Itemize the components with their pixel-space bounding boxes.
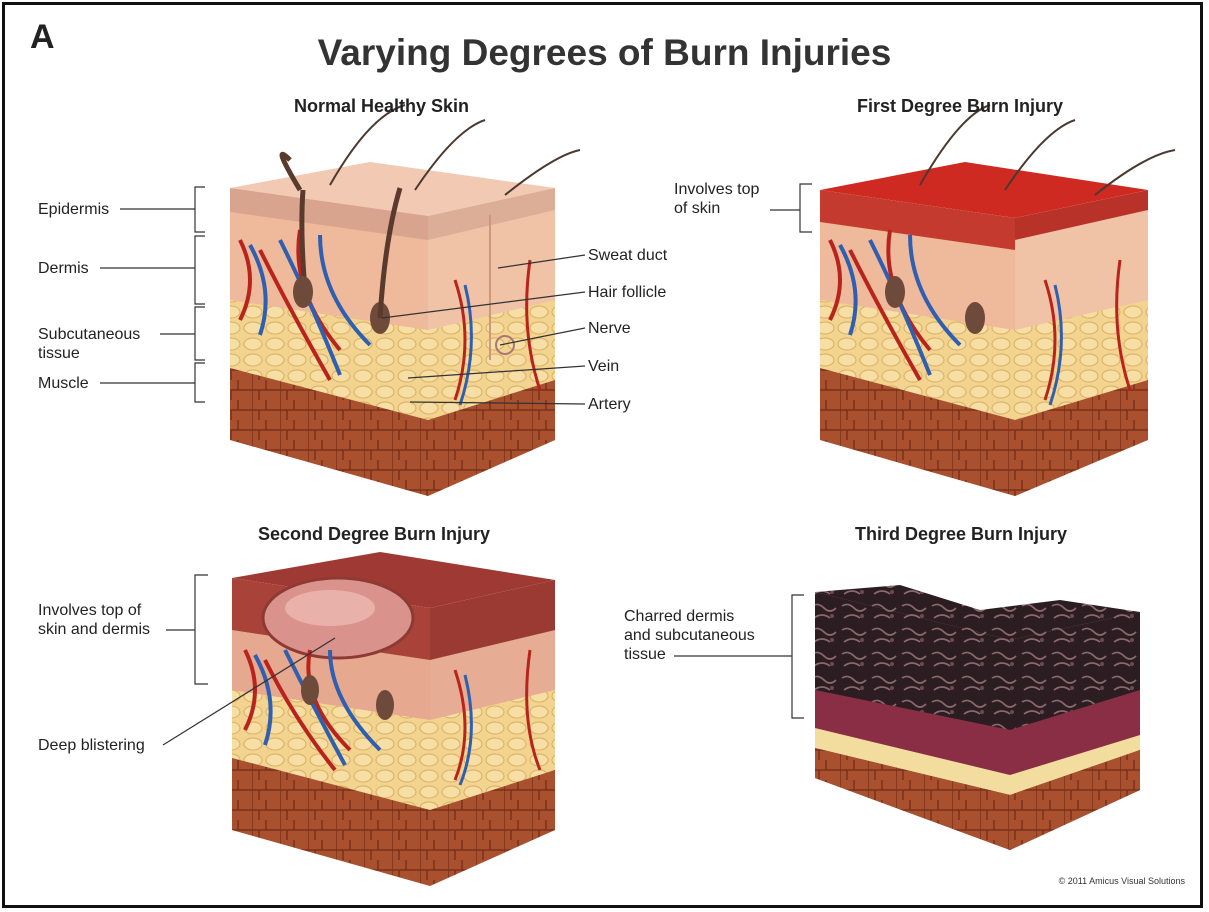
label-subcutaneous: Subcutaneous tissue <box>38 325 140 363</box>
label-epidermis: Epidermis <box>38 200 109 219</box>
label-charred: Charred dermis and subcutaneous tissue <box>624 607 755 664</box>
second-degree-title: Second Degree Burn Injury <box>258 524 490 545</box>
first-brackets <box>770 184 812 232</box>
label-muscle: Muscle <box>38 374 89 393</box>
copyright: © 2011 Amicus Visual Solutions <box>1059 876 1185 886</box>
normal-skin-title: Normal Healthy Skin <box>294 96 469 117</box>
first-degree-title: First Degree Burn Injury <box>857 96 1063 117</box>
third-degree-block <box>815 585 1140 850</box>
third-degree-title: Third Degree Burn Injury <box>855 524 1067 545</box>
label-dermis: Dermis <box>38 259 89 278</box>
label-nerve: Nerve <box>588 319 631 338</box>
second-degree-block <box>232 552 555 886</box>
label-sweat-duct: Sweat duct <box>588 246 667 265</box>
label-deep-blistering: Deep blistering <box>38 736 145 755</box>
label-vein: Vein <box>588 357 619 376</box>
label-first-involves: Involves top of skin <box>674 180 759 218</box>
first-degree-block <box>820 105 1175 496</box>
label-second-involves: Involves top of skin and dermis <box>38 601 150 639</box>
normal-skin-block <box>230 105 580 496</box>
figure-title: Varying Degrees of Burn Injuries <box>0 32 1209 74</box>
label-hair-follicle: Hair follicle <box>588 283 666 302</box>
label-artery: Artery <box>588 395 631 414</box>
